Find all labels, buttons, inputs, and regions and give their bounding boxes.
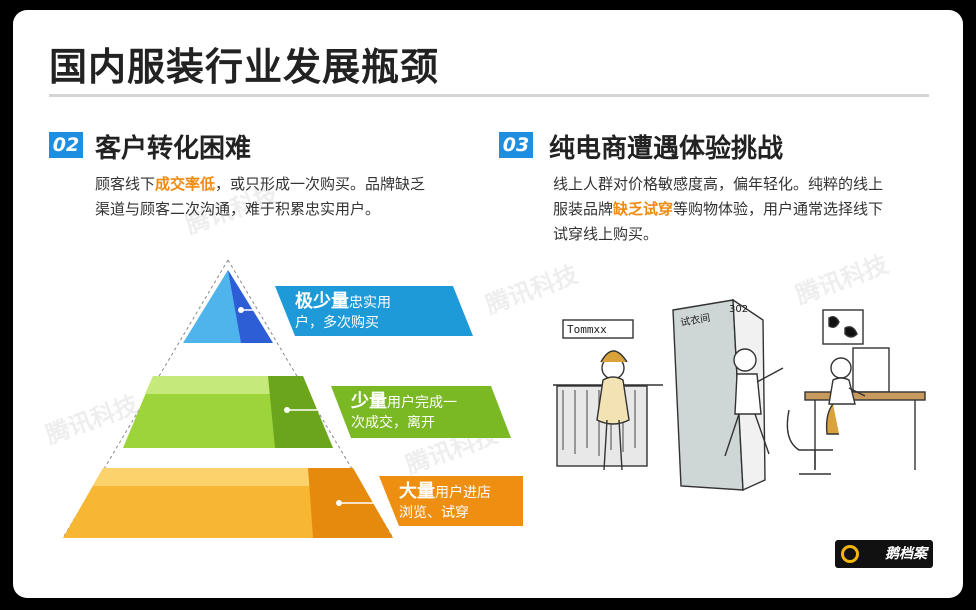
section-badge: 03 [499, 132, 533, 158]
pyramid-tier-top-side [228, 270, 273, 343]
pyramid-label-bottom: 大量用户进店 浏览、试穿 [399, 481, 491, 522]
page-title: 国内服装行业发展瓶颈 [49, 45, 440, 89]
office-chair [786, 409, 833, 451]
banner-bg [331, 386, 511, 438]
wheel-icon [841, 545, 859, 563]
man-shirt [734, 373, 762, 415]
man-arm [756, 367, 784, 383]
banner-bg [379, 476, 523, 526]
woman-dress [596, 376, 630, 425]
highlight-text: 成交率低 [155, 175, 216, 193]
highlight-text: 缺乏试穿 [613, 200, 674, 218]
section-title: 纯电商遭遇体验挑战 [549, 134, 784, 164]
slide: 腾讯科技 腾讯科技 腾讯科技 腾讯科技 腾讯科技 国内服装行业发展瓶颈 02 客… [13, 10, 963, 598]
woman-legs [603, 419, 623, 471]
pyramid-tier-middle-top [145, 376, 303, 394]
section-description: 顾客线下成交率低，或只形成一次购买。品牌缺乏 渠道与顾客二次沟通，难于积累忠实用… [95, 175, 426, 218]
banner-bg [275, 286, 473, 336]
pyramid-tier-middle-side [268, 376, 333, 448]
pyramid-diagram [62, 259, 523, 539]
poster-spots [828, 315, 858, 338]
man-legs [724, 413, 770, 457]
computer-monitor [852, 347, 890, 393]
fitting-room-illustration: Tommxx 试衣间 302 [553, 298, 926, 492]
chair-base [799, 450, 831, 475]
wall-poster [822, 309, 864, 345]
shop-sign-text: Tommxx [567, 323, 607, 336]
seated-woman-body [828, 377, 856, 405]
seated-woman-legs [825, 403, 839, 435]
door-number: 302 [729, 304, 748, 315]
pyramid-label-top: 极少量忠实用 户，多次购买 [295, 291, 391, 332]
section-badge: 02 [49, 132, 83, 158]
woman-hair [600, 350, 628, 363]
seated-woman-head [830, 357, 852, 379]
section-title: 客户转化困难 [95, 134, 252, 164]
seated-woman-arm [848, 387, 866, 397]
pyramid-label-middle: 少量用户完成一 次成交，离开 [351, 391, 457, 432]
shop-sign [562, 319, 634, 339]
brand-logo: 鹅档案 [835, 540, 933, 568]
man-head [733, 348, 757, 372]
pyramid-tier-bottom-top [93, 468, 353, 486]
section-description: 线上人群对价格敏感度高，偏年轻化。纯粹的线上 服装品牌缺乏试穿等购物体验，用户通… [553, 175, 884, 243]
title-divider [49, 94, 929, 97]
